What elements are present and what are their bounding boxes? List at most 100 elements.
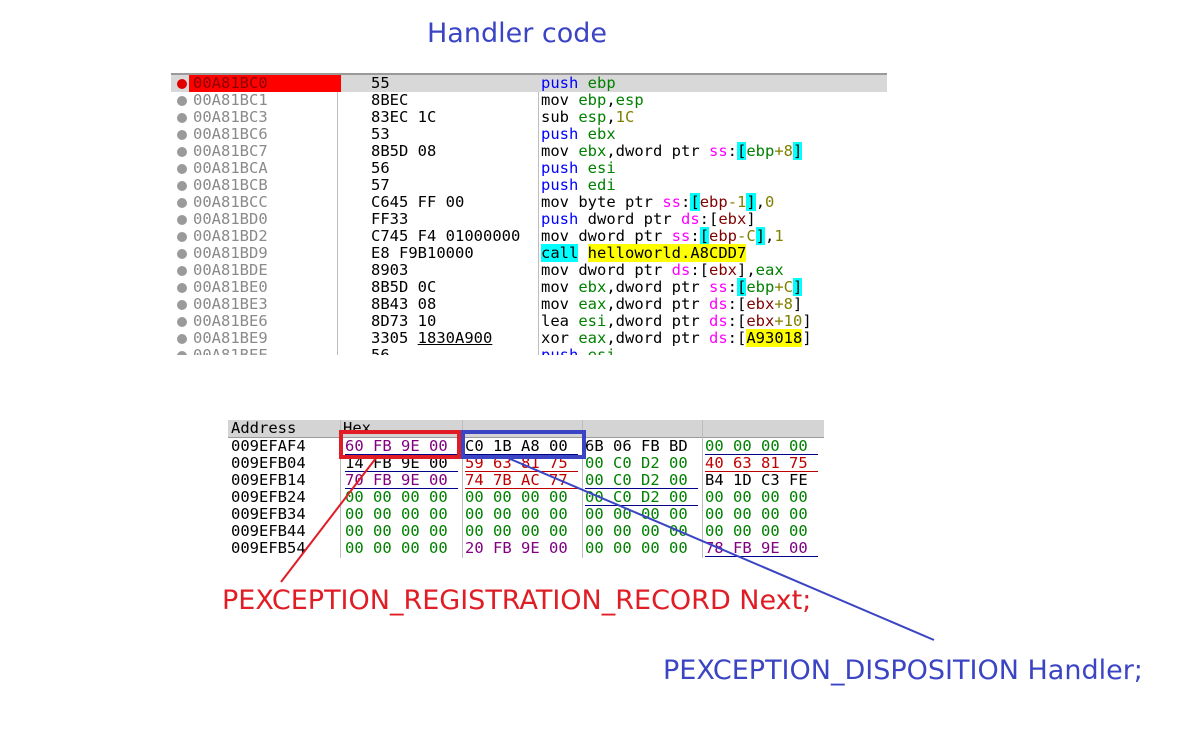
next-pointer-highlight-box (339, 430, 461, 459)
instruction-address: 00A81BE6 (193, 312, 268, 330)
dump-address: 009EFAF4 (231, 437, 306, 455)
next-pointer-arrow (280, 457, 377, 583)
dump-hex-group[interactable]: 00 00 00 00 (345, 539, 448, 557)
instruction-address: 00A81BD9 (193, 244, 268, 262)
instruction-text: mov dword ptr ss:[ebp-C],1 (541, 227, 784, 245)
dump-row[interactable]: 009EFB34 00 00 00 00 00 00 00 00 00 00 00 0… (228, 506, 824, 523)
instruction-text: push dword ptr ds:[ebx] (541, 210, 756, 228)
dump-hex-group[interactable]: 78 FB 9E 00 (705, 539, 808, 557)
handler-code-title: Handler code (427, 18, 608, 49)
dump-hex-group[interactable]: 74 7B AC 77 (465, 471, 568, 489)
breakpoint-icon[interactable] (177, 79, 187, 89)
dump-hex-group[interactable]: 00 00 00 00 (345, 522, 448, 540)
dump-hex-group[interactable]: 00 00 00 00 (345, 505, 448, 523)
dump-hex-group[interactable]: 60 FB 9E 00 (345, 437, 448, 455)
dump-row[interactable]: 009EFB6400 00 00 0000 00 00 0000 00 00 0… (228, 557, 824, 559)
column-separator (538, 75, 539, 355)
pointer-underline (585, 505, 698, 506)
breakpoint-dot-icon[interactable] (177, 198, 187, 208)
instruction-bytes: E8 F9B10000 (371, 244, 474, 262)
dump-hex-group[interactable]: 00 00 00 00 (705, 505, 808, 523)
dump-hex-group[interactable]: B4 1D C3 FE (705, 471, 808, 489)
instruction-bytes: FF33 (371, 210, 409, 228)
pointer-underline (345, 471, 458, 472)
breakpoint-dot-icon[interactable] (177, 130, 187, 140)
dump-hex-group[interactable]: 00 00 00 00 (705, 437, 808, 455)
instruction-address: 00A81BD2 (193, 227, 268, 245)
dump-hex-group[interactable]: 00 00 00 00 (465, 505, 568, 523)
breakpoint-dot-icon[interactable] (177, 266, 187, 276)
breakpoint-dot-icon[interactable] (177, 334, 187, 344)
dump-hex-group[interactable]: 00 00 00 00 (705, 488, 808, 506)
pointer-underline (465, 454, 578, 455)
dump-hex-group[interactable]: 00 00 00 00 (465, 522, 568, 540)
breakpoint-dot-icon[interactable] (177, 164, 187, 174)
pointer-underline (465, 471, 578, 472)
dump-row[interactable]: 009EFAF4 60 FB 9E 00 C0 1B A8 00 6B 06 FB B… (228, 438, 824, 455)
dump-address: 009EFB34 (231, 505, 306, 523)
breakpoint-dot-icon[interactable] (177, 215, 187, 225)
breakpoint-dot-icon[interactable] (177, 181, 187, 191)
dump-hex-group[interactable]: 40 63 81 75 (705, 454, 808, 472)
dump-hex-group[interactable]: C0 1B A8 00 (465, 437, 568, 455)
instruction-address: 00A81BDE (193, 261, 268, 279)
dump-hex-group[interactable]: 00 00 00 00 (345, 557, 448, 559)
dump-hex-group[interactable]: 00 C0 D2 00 (585, 454, 688, 472)
breakpoint-dot-icon[interactable] (177, 232, 187, 242)
dump-hex-group[interactable]: 00 C0 D2 00 (585, 471, 688, 489)
dump-hex-group[interactable]: 20 FB 9E 00 (465, 539, 568, 557)
instruction-bytes: 55 (371, 74, 390, 92)
instruction-bytes: 8B5D 0C (371, 278, 437, 296)
dump-hex-group[interactable]: 6B 06 FB BD (585, 437, 688, 455)
column-separator (702, 420, 703, 558)
instruction-address: 00A81BE9 (193, 329, 268, 347)
instruction-address: 00A81BCB (193, 176, 268, 194)
breakpoint-dot-icon[interactable] (177, 283, 187, 293)
dump-hex-group[interactable]: 00 00 00 00 (585, 539, 688, 557)
breakpoint-dot-icon[interactable] (177, 113, 187, 123)
address-column-header[interactable]: Address (231, 420, 297, 437)
dump-hex-group[interactable]: 00 00 00 00 (465, 557, 568, 559)
column-separator (337, 75, 338, 355)
instruction-text: push ebp (541, 74, 616, 92)
breakpoint-dot-icon[interactable] (177, 300, 187, 310)
dump-hex-group[interactable]: 00 00 00 00 (585, 557, 688, 559)
breakpoint-dot-icon[interactable] (177, 96, 187, 106)
instruction-text: sub esp,1C (541, 108, 635, 126)
dump-hex-group[interactable]: 00 00 00 00 (705, 522, 808, 540)
dump-address: 009EFB54 (231, 539, 306, 557)
dump-hex-group[interactable]: 70 FB 9E 00 (345, 471, 448, 489)
instruction-address: 00A81BEE (193, 346, 268, 356)
breakpoint-dot-icon[interactable] (177, 147, 187, 157)
instruction-bytes: 8903 (371, 261, 409, 279)
breakpoint-dot-icon[interactable] (177, 317, 187, 327)
breakpoint-dot-icon[interactable] (177, 351, 187, 355)
instruction-bytes: 53 (371, 125, 390, 143)
dump-hex-group[interactable]: 00 00 00 00 (465, 488, 568, 506)
breakpoint-dot-icon[interactable] (177, 249, 187, 259)
dump-address: 009EFB04 (231, 454, 306, 472)
instruction-text: lea esi,dword ptr ds:[ebx+10] (541, 312, 812, 330)
